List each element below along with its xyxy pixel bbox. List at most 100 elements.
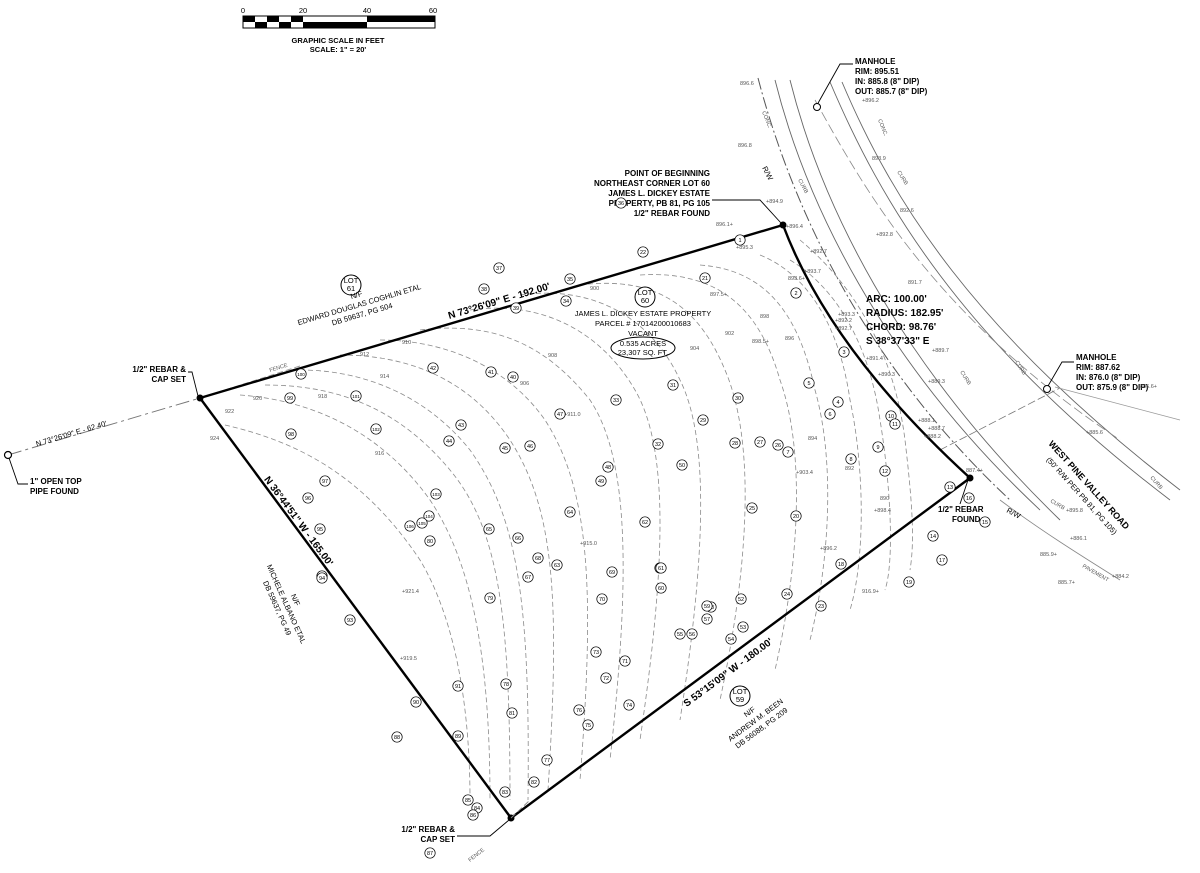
survey-point-number: 68	[535, 556, 541, 562]
survey-point-marker	[979, 516, 991, 528]
survey-point-number: 103	[432, 492, 440, 497]
svg-text:+888.7: +888.7	[928, 426, 945, 432]
area-acres: 0.535 ACRES	[620, 339, 666, 348]
svg-text:IN: 876.0 (8" DIP): IN: 876.0 (8" DIP)	[1076, 373, 1141, 382]
survey-point-marker	[754, 436, 766, 448]
svg-text:+894.9: +894.9	[766, 199, 783, 205]
survey-point-number: 52	[738, 597, 744, 603]
survey-point-marker	[872, 441, 884, 453]
corner-nw-marker	[196, 394, 204, 402]
road-name: WEST PINE VALLEY ROAD	[1047, 439, 1132, 532]
svg-text:1" OPEN TOP: 1" OPEN TOP	[30, 477, 82, 486]
scale-tick-0: 0	[241, 6, 245, 15]
curve-radius: RADIUS: 182.95'	[866, 308, 943, 319]
contour-label: 900	[590, 286, 599, 292]
survey-point-marker	[404, 520, 416, 532]
survey-point-marker	[772, 439, 784, 451]
survey-point-marker	[507, 371, 519, 383]
survey-point-number: 4	[836, 400, 839, 406]
area-sqft: 23,307 SQ. FT.	[618, 348, 668, 357]
survey-point-marker	[815, 600, 827, 612]
survey-point-marker	[467, 809, 479, 821]
survey-point-marker	[701, 613, 713, 625]
survey-point-number: 7	[786, 450, 789, 456]
contour-label: 924	[210, 436, 219, 442]
survey-point-number: 91	[455, 684, 461, 690]
svg-text:PIPE FOUND: PIPE FOUND	[30, 487, 79, 496]
survey-point-number: 75	[585, 723, 591, 729]
survey-point-marker	[551, 559, 563, 571]
survey-point-number: 24	[784, 592, 790, 598]
svg-text:PARCEL # 17014200010683: PARCEL # 17014200010683	[595, 319, 691, 328]
svg-text:+891.4: +891.4	[866, 356, 883, 362]
survey-point-marker	[410, 696, 422, 708]
survey-point-number: 88	[394, 735, 400, 741]
callout-point-of-beginning: POINT OF BEGINNING NORTHEAST CORNER LOT …	[594, 169, 782, 224]
survey-point-marker	[686, 628, 698, 640]
survey-point-number: 37	[496, 266, 502, 272]
survey-point-number: 27	[757, 440, 763, 446]
survey-point-number: 105	[418, 521, 426, 526]
svg-text:+895.3: +895.3	[736, 245, 753, 251]
survey-point-marker	[615, 197, 627, 209]
survey-point-marker	[564, 273, 576, 285]
survey-point-marker	[462, 794, 474, 806]
spot-elevations: +894.9 +896.4 896.1+ +895.3 +892.7 +893.…	[400, 81, 1157, 662]
graphic-scale: 0 20 40 60 GRAPHIC SCALE IN FEET SCALE: …	[241, 6, 437, 54]
scale-tick-20: 20	[299, 6, 307, 15]
survey-point-number: 79	[487, 596, 493, 602]
svg-text:896.6: 896.6	[740, 81, 754, 87]
svg-text:886.6+: 886.6+	[1140, 384, 1157, 390]
survey-point-marker	[483, 523, 495, 535]
survey-point-marker	[595, 475, 607, 487]
survey-point-marker	[790, 287, 802, 299]
callout-open-top-pipe: 1" OPEN TOP PIPE FOUND	[8, 457, 82, 496]
survey-point-marker	[824, 408, 836, 420]
survey-point-number: 8	[849, 457, 852, 463]
survey-point-marker	[524, 440, 536, 452]
survey-point-number: 61	[658, 566, 664, 572]
manhole-1-icon	[813, 103, 821, 111]
survey-point-marker	[889, 418, 901, 430]
survey-point-number: 48	[605, 465, 611, 471]
survey-point-number: 65	[486, 527, 492, 533]
svg-text:OUT: 885.7 (8" DIP): OUT: 885.7 (8" DIP)	[855, 87, 928, 96]
survey-point-number: 12	[882, 469, 888, 475]
survey-point-number: 100	[297, 372, 305, 377]
callout-manhole-2: MANHOLE RIM: 887.62 IN: 876.0 (8" DIP) O…	[1043, 353, 1149, 393]
svg-text:VACANT: VACANT	[628, 329, 658, 338]
survey-point-marker	[430, 488, 442, 500]
svg-text:+886.1: +886.1	[1070, 536, 1087, 542]
survey-points: 1234567891011121314151617181920212223242…	[284, 197, 991, 859]
survey-point-number: 38	[481, 287, 487, 293]
survey-point-marker	[295, 368, 307, 380]
corner-ne-marker	[779, 221, 787, 229]
contour-label: 892	[845, 466, 854, 472]
svg-text:885.9+: 885.9+	[1040, 552, 1057, 558]
svg-text:OUT: 875.9 (8" DIP): OUT: 875.9 (8" DIP)	[1076, 383, 1149, 392]
road-area	[757, 77, 1181, 581]
contour-label-group: 906 904 902 900 898 896 910 912 914 916 …	[210, 286, 889, 502]
survey-point-marker	[554, 408, 566, 420]
survey-point-number: 87	[427, 851, 433, 857]
contour-label: 910	[402, 340, 411, 346]
contour-label: 908	[548, 353, 557, 359]
survey-point-marker	[416, 517, 428, 529]
survey-point-number: 40	[510, 375, 516, 381]
owner-west: N/F MICHELE ALBANO ETAL DB 59637, PG 49	[261, 563, 308, 645]
survey-point-number: 32	[655, 442, 661, 448]
contour-label: 912	[360, 352, 369, 358]
svg-text:LOT: LOT	[733, 687, 748, 696]
survey-point-number: 34	[563, 299, 569, 305]
survey-point-number: 96	[305, 496, 311, 502]
survey-point-marker	[832, 396, 844, 408]
survey-point-number: 62	[642, 520, 648, 526]
survey-point-number: 57	[704, 617, 710, 623]
curve-data: ARC: 100.00' RADIUS: 182.95' CHORD: 98.7…	[866, 294, 943, 347]
survey-point-number: 95	[317, 527, 323, 533]
svg-text:IN: 885.8 (8" DIP): IN: 885.8 (8" DIP)	[855, 77, 920, 86]
survey-point-number: 16	[966, 496, 972, 502]
fence-label-south: FENCE	[468, 847, 487, 863]
survey-point-number: 76	[576, 708, 582, 714]
svg-text:1/2" REBAR FOUND: 1/2" REBAR FOUND	[634, 209, 710, 218]
